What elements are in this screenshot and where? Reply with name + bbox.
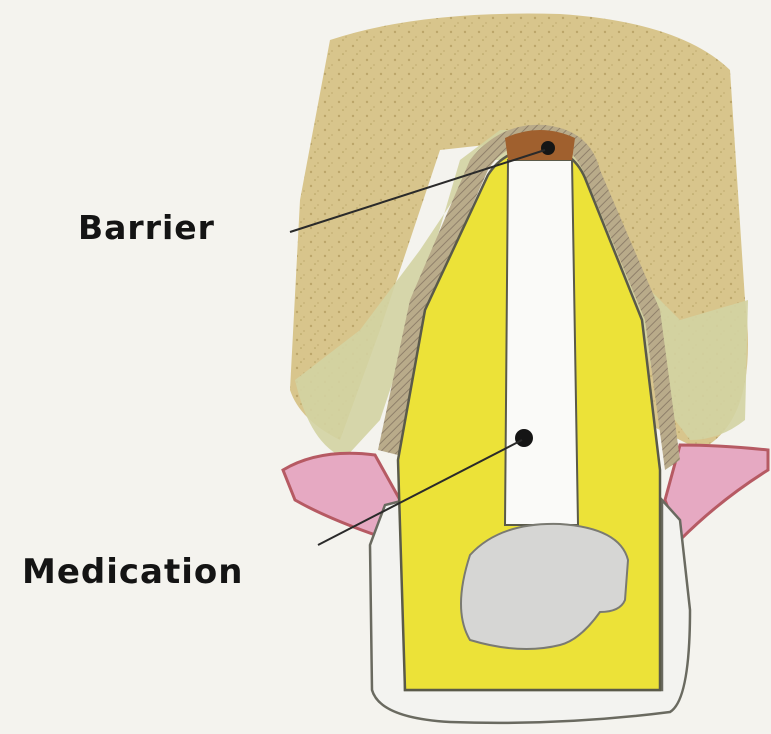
- barrier-label: Barrier: [78, 208, 215, 247]
- barrier-dot: [541, 141, 555, 155]
- root-canal: [505, 160, 578, 525]
- barrier-plug: [505, 130, 575, 160]
- medication-dot: [515, 429, 533, 447]
- medication-label: Medication: [22, 552, 243, 592]
